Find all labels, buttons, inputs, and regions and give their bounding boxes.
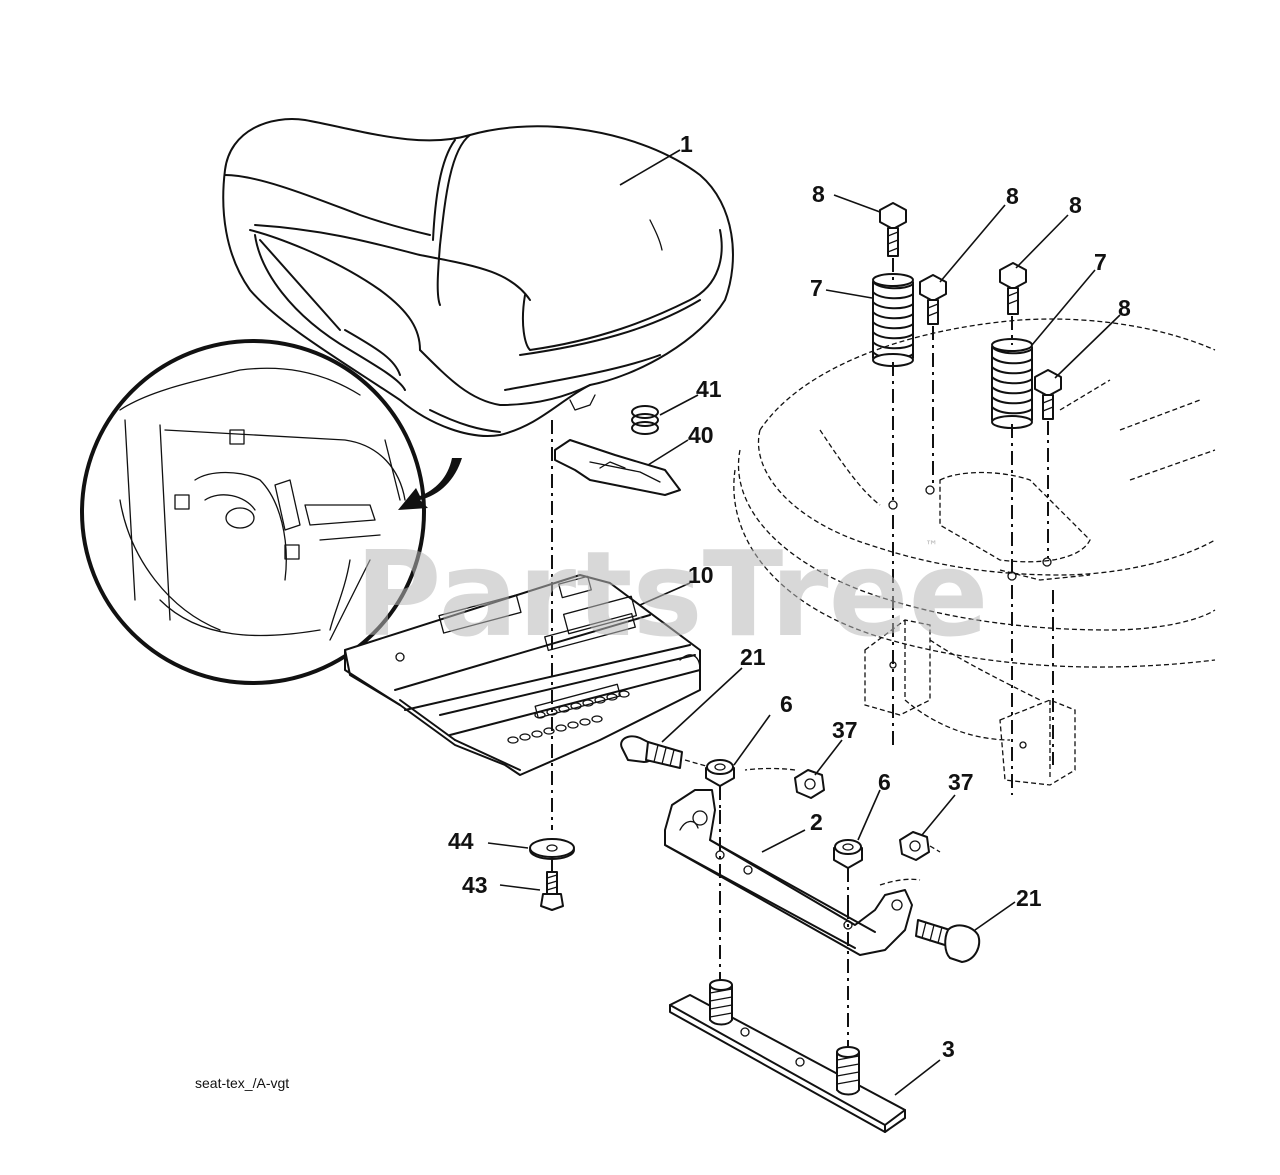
callout-44: 44 <box>448 828 474 854</box>
watermark: PartsTree <box>355 525 989 663</box>
spring-41 <box>631 405 659 435</box>
bolt-21-left <box>620 735 721 771</box>
diagram-caption: seat-tex_/A-vgt <box>195 1075 289 1091</box>
callout-8-b: 8 <box>1006 183 1019 209</box>
plate-3 <box>669 810 906 1133</box>
callout-40: 40 <box>688 422 714 448</box>
watermark-trademark: ™ <box>925 539 938 554</box>
nut-6-left <box>705 759 735 810</box>
callout-41: 41 <box>696 376 722 402</box>
callout-8-c: 8 <box>1069 192 1082 218</box>
nut-6-right <box>833 839 863 905</box>
callout-21-left: 21 <box>740 644 766 670</box>
fender-outline <box>733 318 1216 668</box>
seat <box>222 118 734 437</box>
callout-10: 10 <box>688 562 714 588</box>
bolt-21-right <box>915 919 981 963</box>
nut-37-left <box>744 767 825 799</box>
bracket-2 <box>664 789 921 956</box>
callout-7-left: 7 <box>810 275 823 301</box>
bolt-8-a <box>879 202 907 500</box>
pan-perforations-lower <box>507 715 603 744</box>
callout-3: 3 <box>942 1036 955 1062</box>
nut-37-right <box>899 831 941 861</box>
callout-37-left: 37 <box>832 717 858 743</box>
frame-bracket <box>864 515 1076 795</box>
callout-8-a: 8 <box>812 181 825 207</box>
bolt-8-b <box>919 274 947 488</box>
callout-6-right: 6 <box>878 769 891 795</box>
spring-7-left <box>872 273 914 367</box>
callout-7-right: 7 <box>1094 249 1107 275</box>
seat-pan-10 <box>344 574 701 776</box>
washer-44 <box>529 838 575 860</box>
callout-37-right: 37 <box>948 769 974 795</box>
callout-1: 1 <box>680 131 693 157</box>
bolt-8-c <box>999 262 1027 572</box>
detail-inset <box>80 339 462 685</box>
screw-43 <box>540 860 564 911</box>
callout-21-right: 21 <box>1016 885 1042 911</box>
callout-43: 43 <box>462 872 488 898</box>
leader-lines <box>487 149 1121 1096</box>
callout-8-d: 8 <box>1118 295 1131 321</box>
bolt-8-d <box>1034 369 1062 558</box>
clip-40 <box>554 439 681 496</box>
spring-7-right <box>991 338 1033 429</box>
callout-6-left: 6 <box>780 691 793 717</box>
callout-2: 2 <box>810 809 823 835</box>
